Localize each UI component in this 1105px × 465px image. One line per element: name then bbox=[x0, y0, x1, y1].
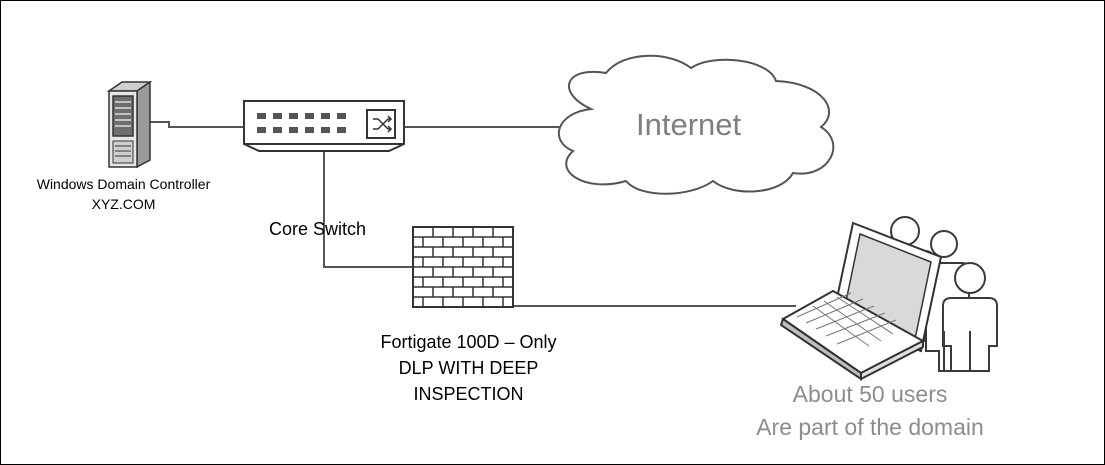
core-switch-label: Core Switch bbox=[269, 219, 367, 239]
firewall-label-line1: Fortigate 100D – Only bbox=[380, 332, 557, 352]
internet-label: Internet bbox=[636, 107, 742, 142]
connections bbox=[149, 121, 796, 307]
domain-controller-name: Windows Domain Controller bbox=[36, 176, 211, 192]
firewall-label-line3: INSPECTION bbox=[413, 384, 524, 404]
link-server-switch bbox=[149, 121, 244, 128]
laptop-icon bbox=[779, 221, 943, 381]
firewall-label: Fortigate 100D – Only DLP WITH DEEP INSP… bbox=[356, 329, 581, 407]
domain-name: XYZ.COM bbox=[91, 196, 156, 212]
firewall-icon bbox=[412, 226, 514, 308]
switch-ports bbox=[257, 113, 346, 133]
switch-icon bbox=[243, 100, 405, 152]
users-label: About 50 users Are part of the domain bbox=[739, 378, 1001, 444]
server-icon bbox=[106, 80, 153, 169]
firewall-label-line2: DLP WITH DEEP bbox=[398, 358, 539, 378]
link-switch-firewall bbox=[323, 151, 413, 268]
users-label-line1: About 50 users bbox=[792, 381, 948, 407]
cloud-icon bbox=[557, 54, 835, 195]
domain-controller-label: Windows Domain Controller XYZ.COM bbox=[21, 174, 226, 214]
users-label-line2: Are part of the domain bbox=[756, 414, 984, 440]
